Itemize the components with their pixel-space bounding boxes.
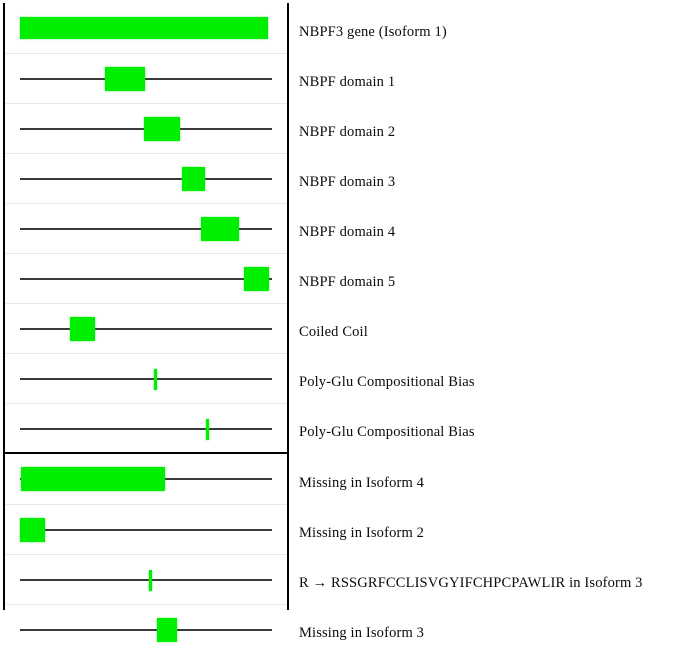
feature-row[interactable] xyxy=(0,504,676,554)
feature-row[interactable] xyxy=(0,604,676,654)
feature-label: R → RSSGRFCCLISVGYIFCHPCPAWLIR in Isofor… xyxy=(299,575,643,591)
feature-label: Poly-Glu Compositional Bias xyxy=(299,424,475,440)
feature-track[interactable] xyxy=(5,303,287,353)
feature-track[interactable] xyxy=(5,504,287,554)
feature-track[interactable] xyxy=(5,253,287,303)
feature-row[interactable] xyxy=(0,253,676,303)
feature-marker[interactable] xyxy=(21,467,165,491)
backbone-line xyxy=(20,78,272,80)
feature-track[interactable] xyxy=(5,3,287,53)
feature-row[interactable] xyxy=(0,3,676,53)
feature-marker[interactable] xyxy=(206,419,209,440)
feature-track[interactable] xyxy=(5,153,287,203)
feature-marker[interactable] xyxy=(70,317,95,341)
feature-label: Poly-Glu Compositional Bias xyxy=(299,374,475,390)
feature-label: NBPF domain 2 xyxy=(299,124,396,140)
feature-label: Missing in Isoform 4 xyxy=(299,475,425,491)
feature-marker[interactable] xyxy=(244,267,269,291)
feature-diagram: NBPF3 gene (Isoform 1) NBPF domain 1 NBPF … xyxy=(0,3,676,642)
feature-label: NBPF domain 4 xyxy=(299,224,396,240)
feature-label: NBPF3 gene (Isoform 1) xyxy=(299,24,447,40)
feature-marker[interactable] xyxy=(157,618,177,642)
feature-row[interactable] xyxy=(0,53,676,103)
feature-label: NBPF domain 5 xyxy=(299,274,396,290)
feature-track[interactable] xyxy=(5,604,287,654)
feature-row[interactable] xyxy=(0,103,676,153)
feature-label: NBPF domain 3 xyxy=(299,174,396,190)
feature-row[interactable] xyxy=(0,153,676,203)
feature-marker[interactable] xyxy=(20,518,45,542)
feature-row[interactable] xyxy=(0,353,676,403)
feature-row[interactable] xyxy=(0,454,676,504)
backbone-line xyxy=(20,228,272,230)
feature-marker[interactable] xyxy=(201,217,239,241)
feature-marker[interactable] xyxy=(149,570,152,591)
feature-row[interactable] xyxy=(0,203,676,253)
backbone-line xyxy=(20,428,272,430)
backbone-line xyxy=(20,178,272,180)
feature-track[interactable] xyxy=(5,403,287,453)
feature-marker[interactable] xyxy=(154,369,157,390)
feature-marker[interactable] xyxy=(144,117,180,141)
feature-track[interactable] xyxy=(5,103,287,153)
backbone-line xyxy=(20,278,272,280)
backbone-line xyxy=(20,378,272,380)
feature-track[interactable] xyxy=(5,454,287,504)
feature-track[interactable] xyxy=(5,203,287,253)
feature-marker[interactable] xyxy=(20,17,268,39)
feature-label: Missing in Isoform 2 xyxy=(299,525,425,541)
backbone-line xyxy=(20,579,272,581)
feature-marker[interactable] xyxy=(182,167,205,191)
backbone-line xyxy=(20,629,272,631)
feature-row[interactable] xyxy=(0,303,676,353)
feature-label: NBPF domain 1 xyxy=(299,74,396,90)
feature-track[interactable] xyxy=(5,53,287,103)
feature-row[interactable] xyxy=(0,403,676,453)
feature-marker[interactable] xyxy=(105,67,145,91)
backbone-line xyxy=(20,529,272,531)
backbone-line xyxy=(20,328,272,330)
feature-track[interactable] xyxy=(5,554,287,604)
feature-track[interactable] xyxy=(5,353,287,403)
feature-row[interactable] xyxy=(0,554,676,604)
group-divider xyxy=(3,452,289,454)
feature-label: Coiled Coil xyxy=(299,324,368,340)
